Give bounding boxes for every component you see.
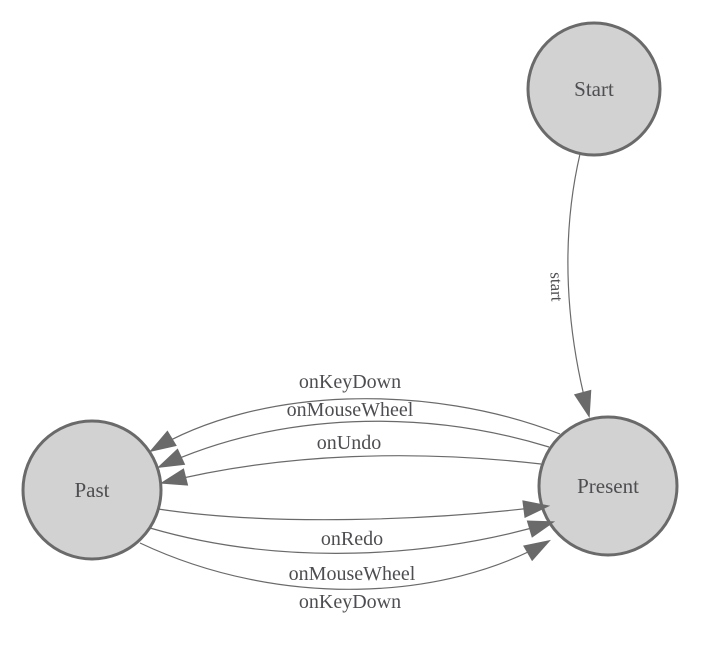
edge-start-to-present [567, 153, 592, 419]
edge-label-onkeydown-top: onKeyDown [299, 371, 401, 393]
edge-past-to-present-mousewheel [149, 520, 556, 554]
edge-label-onmousewheel-bottom: onMouseWheel [289, 563, 416, 585]
node-present-label: Present [577, 474, 639, 498]
node-past[interactable]: Past [21, 419, 163, 561]
edge-present-to-past-keydown [149, 398, 561, 453]
node-start[interactable]: Start [526, 21, 662, 157]
edge-label-onredo: onRedo [321, 528, 383, 550]
node-present[interactable]: Present [537, 415, 679, 557]
node-past-circle[interactable] [21, 419, 163, 561]
edge-past-to-present-keydown [139, 539, 551, 590]
edge-present-to-past-mousewheel [156, 420, 550, 468]
node-start-label: Start [574, 77, 614, 101]
edge-label-onundo: onUndo [317, 432, 381, 454]
edge-label-onkeydown-bottom: onKeyDown [299, 591, 401, 613]
edge-label-start: start [546, 272, 566, 302]
edge-label-onmousewheel-top: onMouseWheel [287, 399, 414, 421]
edge-past-to-present-redo [157, 500, 551, 521]
node-past-label: Past [74, 478, 109, 502]
node-start-circle[interactable] [526, 21, 662, 157]
node-present-circle[interactable] [537, 415, 679, 557]
edge-present-to-past-undo [159, 455, 542, 486]
